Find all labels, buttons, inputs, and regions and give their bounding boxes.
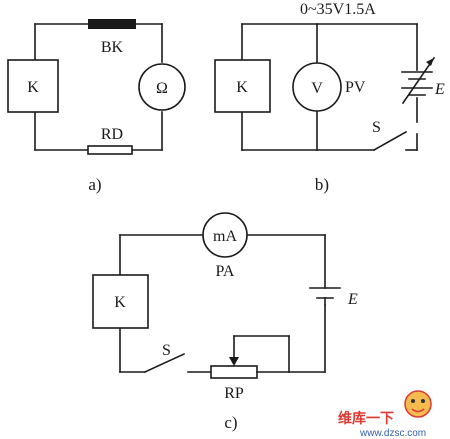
source-spec: 0~35V1.5A [300, 1, 376, 18]
switch-s-b-label: S [372, 119, 381, 136]
resistor-rd [87, 145, 133, 155]
switch-s-c [143, 352, 186, 374]
resistor-bk [88, 19, 136, 29]
box-k-b-label: K [236, 79, 248, 96]
box-k [7, 59, 59, 113]
battery-e-c [309, 287, 341, 306]
rheostat-rp [210, 365, 258, 379]
circuit-b: K V PV E S 0~35V1.5A b) [214, 1, 445, 194]
milliammeter-label: PA [216, 263, 235, 280]
ohm-meter-label: Ω [156, 80, 168, 97]
caption-a: a) [88, 175, 101, 194]
box-k-label: K [27, 79, 39, 96]
box-k-c [92, 274, 149, 329]
caption-b: b) [315, 175, 329, 194]
circuit-a: K Ω BK RD a) [7, 19, 186, 194]
voltmeter [292, 62, 342, 112]
watermark: 维库一下 www.dzsc.com [338, 390, 432, 439]
ohm-meter [138, 63, 186, 111]
rheostat-rp-label: RP [224, 385, 244, 402]
battery-e-b [401, 56, 436, 105]
source-e-b-label: E [434, 81, 445, 98]
resistor-rd-label: RD [101, 126, 123, 143]
box-k-b [214, 59, 271, 113]
resistor-bk-label: BK [101, 39, 124, 56]
switch-s-c-label: S [162, 342, 171, 359]
source-e-c-label: E [347, 291, 358, 308]
voltmeter-symbol: V [311, 80, 323, 97]
watermark-chinese: 维库一下 [338, 410, 394, 427]
switch-s-b [372, 130, 408, 152]
circuit-c: K mA PA E S RP c) [92, 212, 358, 432]
watermark-mascot-icon [404, 390, 432, 418]
box-k-c-label: K [114, 294, 126, 311]
voltmeter-label: PV [345, 79, 366, 96]
watermark-url: www.dzsc.com [359, 428, 426, 439]
milliammeter-symbol: mA [213, 228, 237, 245]
caption-c: c) [224, 413, 237, 432]
milliammeter [202, 212, 248, 258]
